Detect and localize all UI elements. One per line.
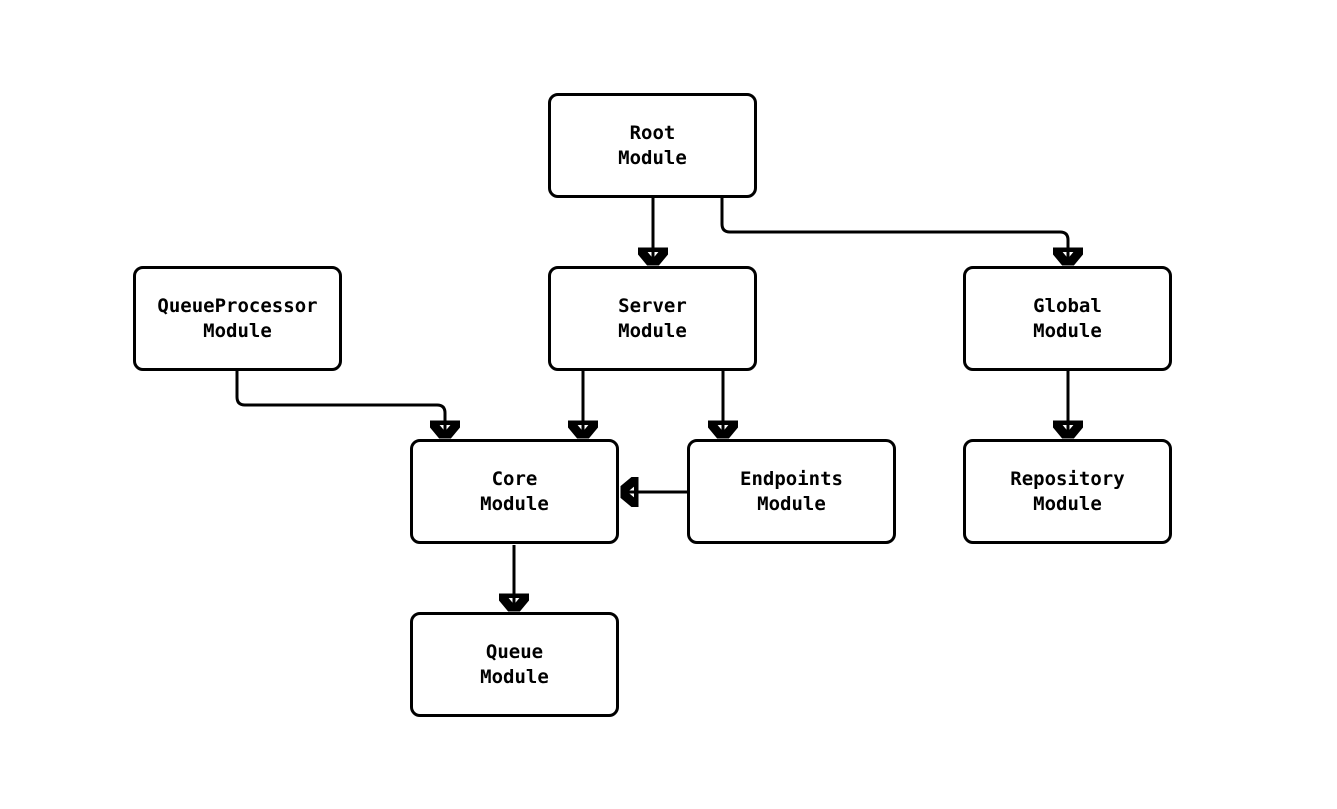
node-core-module: Core Module	[410, 439, 619, 544]
node-repository-module-label: Repository Module	[1010, 468, 1125, 515]
node-global-module: Global Module	[963, 266, 1172, 371]
node-queueprocessor-module: QueueProcessor Module	[133, 266, 342, 371]
node-server-module-label: Server Module	[618, 295, 687, 342]
node-queue-module: Queue Module	[410, 612, 619, 717]
node-queueprocessor-module-label: QueueProcessor Module	[157, 295, 318, 342]
node-endpoints-module-label: Endpoints Module	[740, 468, 843, 515]
node-server-module: Server Module	[548, 266, 757, 371]
node-global-module-label: Global Module	[1033, 295, 1102, 342]
node-root-module-label: Root Module	[618, 122, 687, 169]
node-root-module: Root Module	[548, 93, 757, 198]
node-endpoints-module: Endpoints Module	[687, 439, 896, 544]
edge-root-to-global	[720, 198, 1068, 264]
node-core-module-label: Core Module	[480, 468, 549, 515]
node-queue-module-label: Queue Module	[480, 641, 549, 688]
edge-queueprocessor-to-core	[235, 371, 445, 437]
node-repository-module: Repository Module	[963, 439, 1172, 544]
